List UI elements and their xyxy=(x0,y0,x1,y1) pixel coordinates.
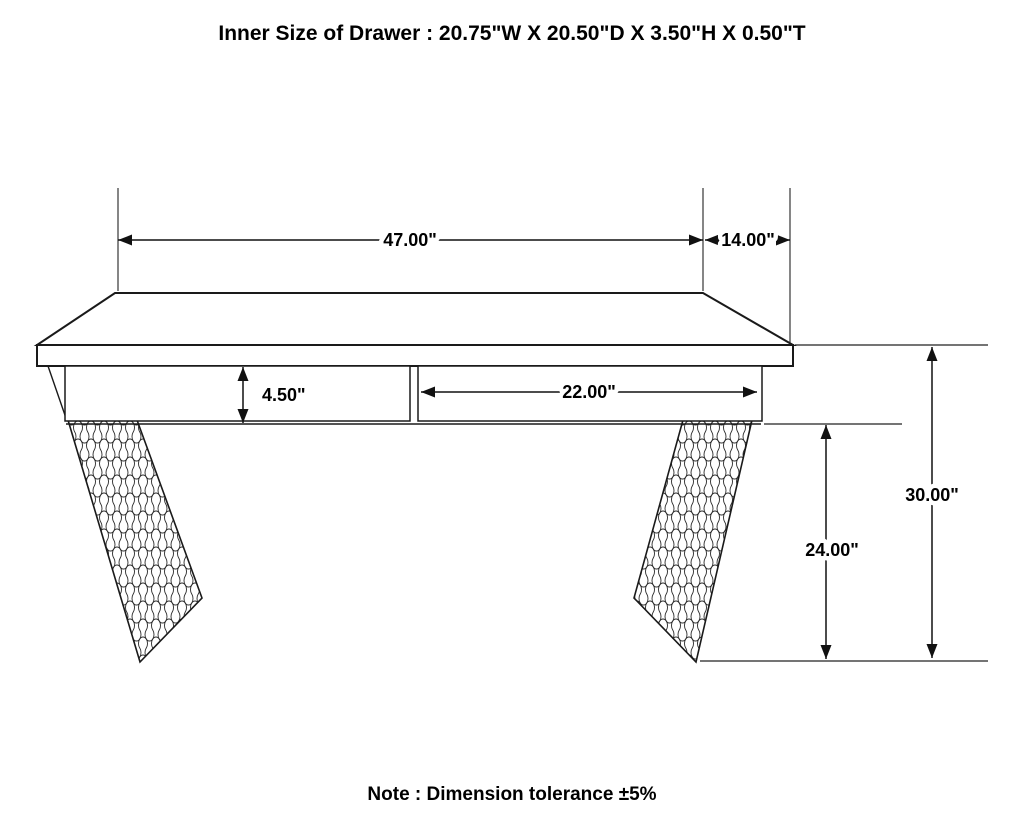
dim-overall-height: 30.00" xyxy=(901,347,963,658)
arrowhead-icon xyxy=(421,386,435,398)
dim-clearance-label: 24.00" xyxy=(805,540,859,560)
dim-width-label: 47.00" xyxy=(383,230,437,250)
right-leg-panel xyxy=(633,419,754,664)
left-leg-panel xyxy=(66,419,203,664)
dim-drawer-width-label: 22.00" xyxy=(562,382,616,402)
arrowhead-icon xyxy=(820,425,832,439)
desktop-front-edge xyxy=(36,344,794,367)
dim-overall-width: 47.00" xyxy=(118,226,703,255)
dim-depth: 14.00" xyxy=(705,226,790,255)
dim-drawer-width: 22.00" xyxy=(421,378,757,407)
arrowhead-icon xyxy=(237,367,249,381)
arrowhead-icon xyxy=(926,347,938,361)
arrowhead-icon xyxy=(705,234,719,246)
tolerance-note: Note : Dimension tolerance ±5% xyxy=(367,784,657,805)
arrowhead-icon xyxy=(820,645,832,659)
desktop-surface xyxy=(33,292,797,346)
right-drawer-front xyxy=(417,365,763,422)
left-drawer-front xyxy=(64,365,411,422)
arrowhead-icon xyxy=(237,409,249,423)
arrowhead-icon xyxy=(689,234,703,246)
dim-clearance-height: 24.00" xyxy=(801,425,863,659)
arrowhead-icon xyxy=(118,234,132,246)
desk-drawing xyxy=(33,292,797,664)
drawer-inner-size-title: Inner Size of Drawer : 20.75"W X 20.50"D… xyxy=(218,22,806,45)
arrowhead-icon xyxy=(743,386,757,398)
arrowhead-icon xyxy=(776,234,790,246)
left-side-edge xyxy=(47,365,68,422)
arrowhead-icon xyxy=(926,644,938,658)
dim-overall-height-label: 30.00" xyxy=(905,485,959,505)
dim-drawer-height: 4.50" xyxy=(237,367,310,423)
dim-drawer-height-label: 4.50" xyxy=(262,385,306,405)
dim-depth-label: 14.00" xyxy=(721,230,775,250)
